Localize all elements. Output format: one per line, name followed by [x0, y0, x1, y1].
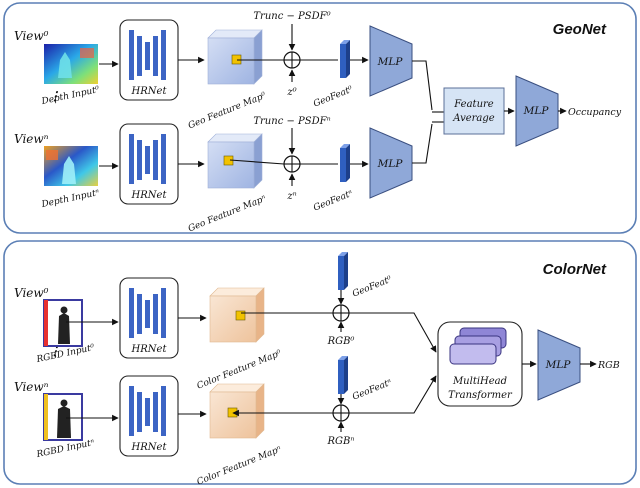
mlp-geo-final [515, 75, 559, 147]
line-concatn-transformer [349, 375, 437, 414]
trunc-psdf-0-label: Trunc − PSDF⁰ [253, 11, 330, 22]
color-feature-map-0 [209, 287, 265, 343]
rgb-output-label: RGB [597, 360, 620, 371]
rgb-0-label: RGB⁰ [327, 336, 355, 347]
rgbd-input-n-image [43, 393, 83, 441]
depth-input-0-image [44, 44, 98, 84]
color-feature-map-n [209, 383, 265, 439]
colornet-geofeat-n-bar [338, 356, 348, 394]
geofeat-0-bar [340, 40, 350, 78]
mlp-geo-0 [369, 25, 413, 97]
mlp-geo-n-label: MLP [377, 158, 404, 170]
geofeat-n-bar [340, 144, 350, 182]
line-mlpn-average [412, 123, 433, 164]
line-mlp0-average [412, 60, 433, 111]
trunc-psdf-n-label: Trunc − PSDFⁿ [253, 116, 330, 127]
colornet-geofeat-0-bar [338, 252, 348, 290]
geonet-title: GeoNet [553, 21, 607, 38]
mlp-geo-final-label: MLP [523, 105, 550, 117]
geonet-ellipsis: ⋮ [49, 89, 61, 103]
hrnet-label-color-0: HRNet [131, 344, 168, 355]
hrnet-label-geo-0: HRNet [131, 86, 168, 97]
geonet-view-0-label: View⁰ [14, 29, 49, 43]
colornet-ellipsis: ⋮ [49, 344, 61, 358]
line-geomapn-concat [229, 159, 285, 165]
colornet-view-n-label: Viewⁿ [14, 380, 49, 394]
attention-heads-icon [449, 327, 507, 365]
z-n-label: zⁿ [286, 191, 296, 202]
mlp-color [537, 329, 581, 401]
geo-feature-map-0 [207, 29, 263, 85]
geo-feature-map-n [207, 133, 263, 189]
hrnet-label-geo-n: HRNet [131, 190, 168, 201]
mlp-geo-0-label: MLP [377, 56, 404, 68]
z-0-label: z⁰ [286, 87, 296, 98]
line-concat0-transformer [349, 312, 437, 353]
concat-node-geo-n [283, 155, 301, 173]
occupancy-label: Occupancy [568, 107, 622, 118]
colornet-view-0-label: View⁰ [14, 286, 49, 300]
feature-average-label-line2: Average [452, 113, 495, 124]
hrnet-block-color-n [119, 375, 179, 457]
rgb-n-label: RGBⁿ [327, 436, 355, 447]
rgbd-input-0-image [43, 299, 83, 347]
hrnet-block-color-0 [119, 277, 179, 359]
concat-node-color-n [332, 404, 350, 422]
hrnet-label-color-n: HRNet [131, 442, 168, 453]
concat-node-geo-0 [283, 51, 301, 69]
mlp-color-label: MLP [545, 359, 572, 371]
mlp-geo-n [369, 127, 413, 199]
depth-input-n-image [44, 146, 98, 186]
feature-average-label-line1: Feature [453, 99, 494, 110]
colornet-title: ColorNet [543, 261, 607, 278]
concat-node-color-0 [332, 304, 350, 322]
transformer-label-line2: Transformer [448, 390, 513, 401]
feature-average-box [443, 87, 505, 135]
transformer-label-line1: MultiHead [452, 376, 507, 387]
geonet-view-n-label: Viewⁿ [14, 132, 49, 146]
